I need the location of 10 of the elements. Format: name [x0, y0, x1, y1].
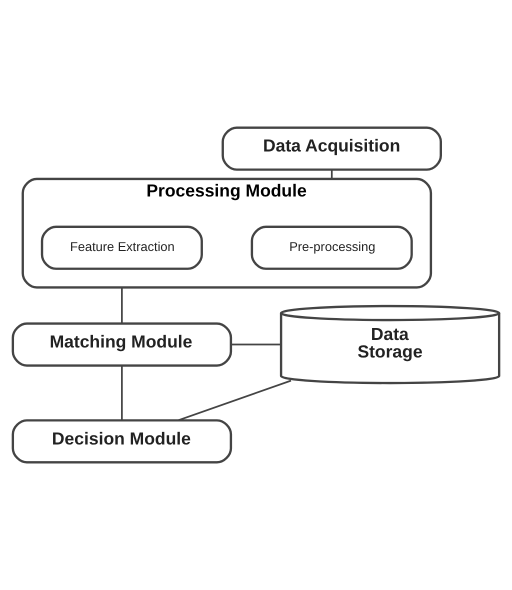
connector [330, 170, 333, 179]
connector [178, 380, 292, 422]
node-box: Matching Module [12, 322, 232, 367]
node-box: Decision Module [12, 419, 232, 464]
connector [231, 344, 281, 346]
node-box: Pre-processing [250, 226, 413, 270]
connector [121, 287, 123, 324]
node-box: Data Acquisition [222, 126, 442, 171]
node-box: Feature Extraction [40, 226, 203, 270]
connector [121, 366, 123, 420]
